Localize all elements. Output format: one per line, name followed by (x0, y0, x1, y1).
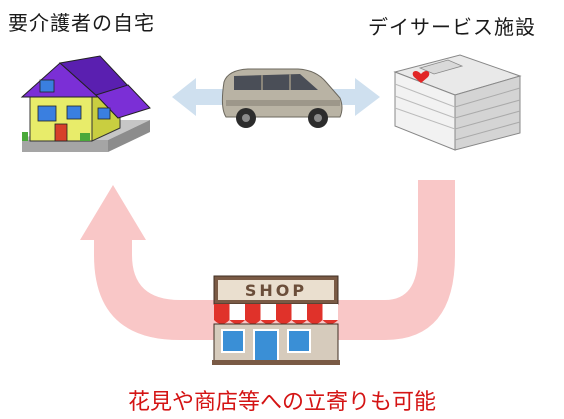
house-icon (20, 55, 151, 152)
caption: 花見や商店等への立寄りも可能 (127, 390, 436, 415)
building-icon (393, 54, 522, 151)
home-label: 要介護者の自宅 (8, 11, 155, 35)
shop-icon: SHOP (212, 275, 340, 365)
route-arrow (80, 180, 455, 340)
shop-sign: SHOP (245, 281, 307, 300)
facility-label: デイサービス施設 (368, 15, 536, 39)
van-icon (221, 68, 343, 128)
